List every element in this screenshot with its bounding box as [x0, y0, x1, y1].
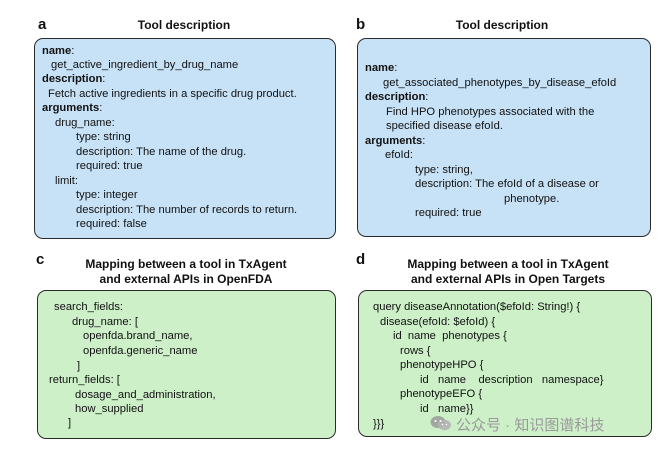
panel-b-line-3: Find HPO phenotypes associated with the — [386, 106, 595, 118]
panel-b-box: name: get_associated_phenotypes_by_disea… — [357, 38, 651, 237]
watermark-text: 公众号 · 知识图谱科技 — [456, 417, 605, 434]
wechat-icon — [430, 416, 451, 431]
panel-b-title: Tool description — [455, 18, 549, 32]
panel-c-line-4: ] — [77, 360, 81, 372]
panel-c-title-line1: Mapping between a tool in TxAgent — [85, 257, 287, 271]
panel-a-line-0: name: — [42, 45, 75, 57]
panel-c-line-3: openfda.generic_name — [83, 345, 198, 357]
panel-c-line-0: search_fields: — [54, 301, 124, 313]
panel-c-letter: c — [36, 251, 45, 268]
panel-a-line-10: type: integer — [76, 189, 138, 201]
panel-c-line-6: dosage_and_administration, — [75, 389, 216, 401]
panel-c-box: search_fields: drug_name: [ openfda.bran… — [37, 290, 336, 439]
panel-b-line-9: phenotype. — [504, 193, 560, 205]
panel-b-line-1: get_associated_phenotypes_by_disease_efo… — [383, 77, 617, 89]
panel-a-line-8: required: true — [76, 160, 143, 172]
panel-d-line-5: id name description namespace} — [420, 374, 604, 386]
panel-a-line-11: description: The number of records to re… — [76, 204, 298, 216]
panel-a-line-4: arguments: — [42, 102, 103, 114]
panel-b-line-0: name: — [365, 62, 398, 74]
panel-c-title-line2: and external APIs in OpenFDA — [99, 272, 273, 286]
panel-d-letter: d — [356, 251, 366, 268]
panel-d-line-4: phenotypeHPO { — [400, 359, 484, 371]
panel-b-line-4: specified disease efoId. — [386, 120, 503, 132]
panel-a-title: Tool description — [137, 18, 231, 32]
panel-c-line-7: how_supplied — [75, 403, 144, 415]
panel-d-line-7: id name}} — [420, 403, 474, 415]
panel-c-line-5: return_fields: [ — [49, 374, 120, 386]
panel-d-line-6: phenotypeEFO { — [400, 388, 483, 400]
panel-b-line-5: arguments: — [365, 135, 426, 147]
panel-b-line-7: type: string, — [415, 164, 473, 176]
panel-c-line-8: ] — [68, 417, 72, 429]
panel-a-line-2: description: — [42, 73, 106, 85]
panel-a-line-3: Fetch active ingredients in a specific d… — [48, 88, 297, 100]
panel-d-title-line1: Mapping between a tool in TxAgent — [407, 257, 609, 271]
panel-b-line-8: description: The efoId of a disease or — [415, 178, 599, 190]
panel-a-line-6: type: string — [76, 131, 131, 143]
panel-b-line-10: required: true — [415, 207, 482, 219]
panel-b-line-6: efoId: — [385, 149, 413, 161]
panel-a-line-5: drug_name: — [55, 117, 115, 129]
panel-a-line-12: required: false — [76, 218, 147, 230]
panel-d-line-0: query diseaseAnnotation($efoId: String!)… — [373, 301, 581, 313]
panel-d-line-3: rows { — [400, 345, 431, 357]
panel-a-line-7: description: The name of the drug. — [76, 146, 247, 158]
panel-c-line-1: drug_name: [ — [72, 316, 138, 328]
panel-d-line-8: }}} — [373, 418, 385, 430]
panel-a-line-9: limit: — [55, 175, 78, 187]
panel-d-title-line2: and external APIs in Open Targets — [410, 272, 606, 286]
panel-a-box: name: get_active_ingredient_by_drug_name… — [34, 38, 336, 239]
panel-d-line-2: id name phenotypes { — [393, 330, 507, 342]
panel-d-line-1: disease(efoId: $efoId) { — [380, 316, 496, 328]
panel-d-box: query diseaseAnnotation($efoId: String!)… — [358, 290, 652, 437]
panel-c-line-2: openfda.brand_name, — [83, 330, 193, 342]
panel-b-line-2: description: — [365, 91, 429, 103]
panel-a-line-1: get_active_ingredient_by_drug_name — [51, 59, 239, 71]
panel-a-letter: a — [38, 16, 47, 33]
panel-b-letter: b — [356, 16, 366, 33]
